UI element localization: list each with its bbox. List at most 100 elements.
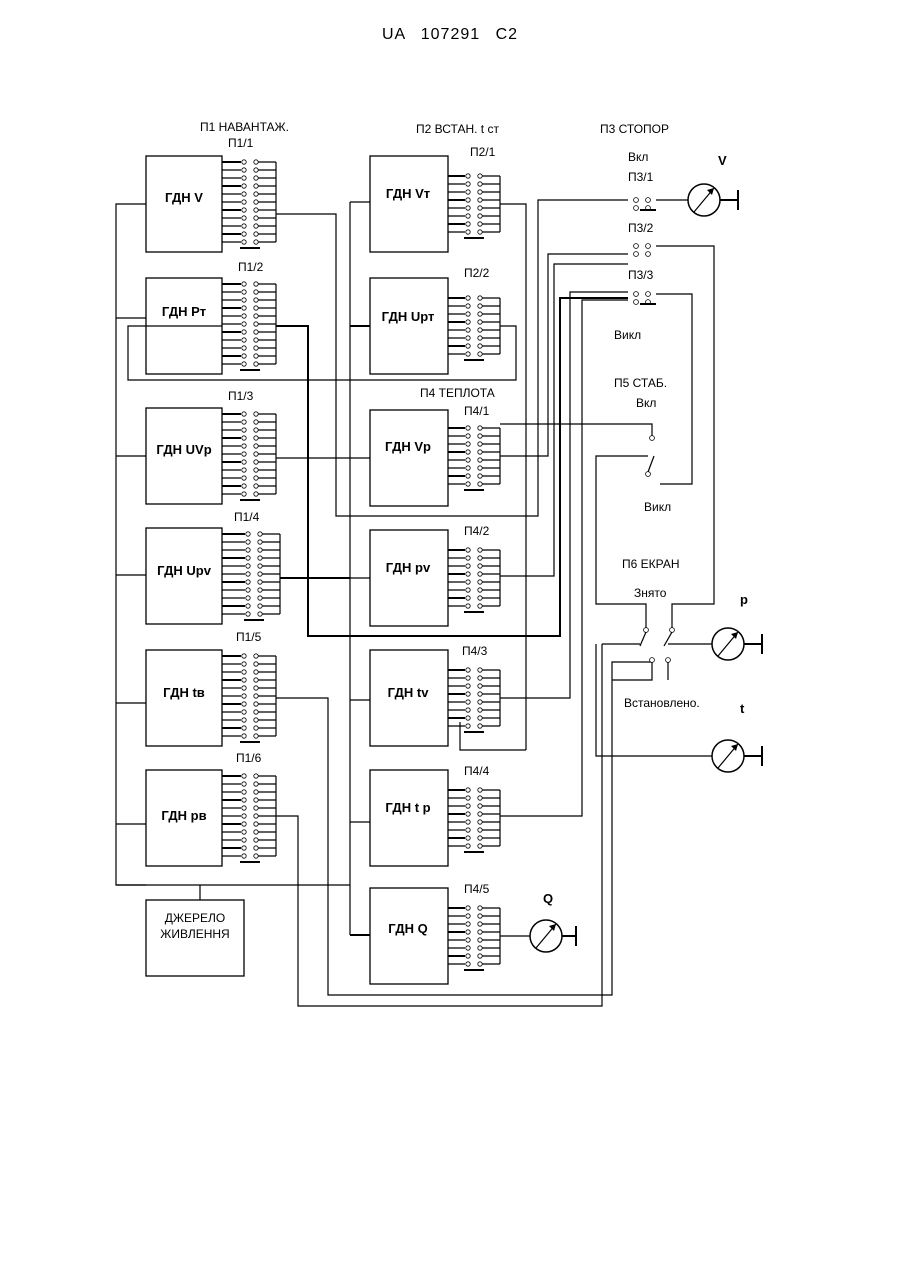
contact: [254, 428, 258, 432]
contact: [242, 290, 246, 294]
group-label-p1: П1 НАВАНТАЖ.: [200, 120, 289, 134]
contact: [254, 654, 258, 658]
switch-label: П1/5: [236, 630, 262, 644]
switch-label: П1/3: [228, 389, 254, 403]
group-label-p3: П3 СТОПОР: [600, 122, 669, 136]
switch-label: П1/4: [234, 510, 260, 524]
contact: [466, 700, 470, 704]
contact: [242, 718, 246, 722]
contact: [254, 216, 258, 220]
contact: [242, 362, 246, 366]
contact: [242, 798, 246, 802]
contact: [246, 612, 250, 616]
contact: [466, 206, 470, 210]
contact: [478, 962, 482, 966]
contact: [478, 304, 482, 308]
contact: [254, 678, 258, 682]
contact: [246, 548, 250, 552]
contact: [242, 420, 246, 424]
contact: [478, 458, 482, 462]
contact: [242, 790, 246, 794]
contact: [478, 604, 482, 608]
meter-q: Q: [530, 891, 576, 952]
contact: [242, 662, 246, 666]
contact: [246, 604, 250, 608]
contact: [254, 686, 258, 690]
contact: [242, 476, 246, 480]
contact: [254, 444, 258, 448]
contact: [466, 312, 470, 316]
switch-p3: Вкл П3/1 П3/2 П3/3 Викл: [614, 150, 656, 342]
contact: [254, 782, 258, 786]
block-label: ГДН tв: [163, 685, 205, 700]
contact: [242, 460, 246, 464]
contact: [254, 468, 258, 472]
block-label: ГДН Vр: [385, 439, 431, 454]
contact: [254, 314, 258, 318]
switch-p6-removed: Знято: [634, 586, 667, 600]
switch-contacts: [222, 160, 500, 970]
contact: [478, 450, 482, 454]
contact: [466, 434, 470, 438]
contact: [258, 596, 262, 600]
contact: [246, 556, 250, 560]
contact: [478, 930, 482, 934]
contact: [246, 540, 250, 544]
block-gdn-tr: [370, 770, 448, 866]
contact: [242, 734, 246, 738]
contact: [242, 208, 246, 212]
contact: [254, 184, 258, 188]
contact: [258, 540, 262, 544]
contact: [466, 596, 470, 600]
contact: [258, 556, 262, 560]
contact: [478, 474, 482, 478]
contact: [466, 604, 470, 608]
contact: [242, 694, 246, 698]
contact: [258, 564, 262, 568]
contact: [258, 604, 262, 608]
switch-label: П4/1: [464, 404, 490, 418]
contact: [242, 854, 246, 858]
contact: [478, 214, 482, 218]
contact: [478, 580, 482, 584]
contact: [242, 314, 246, 318]
contact: [254, 168, 258, 172]
contact: [242, 354, 246, 358]
block-label: ГДН рv: [386, 560, 431, 575]
contact: [242, 838, 246, 842]
contact: [254, 838, 258, 842]
contact: [466, 352, 470, 356]
contact: [254, 694, 258, 698]
switch-p5: Вкл Викл: [636, 396, 671, 514]
contact: [466, 564, 470, 568]
contact: [478, 588, 482, 592]
contact: [466, 182, 470, 186]
contact: [242, 224, 246, 228]
contact: [242, 468, 246, 472]
contact: [254, 774, 258, 778]
contact: [478, 230, 482, 234]
contact: [254, 492, 258, 496]
contact: [242, 168, 246, 172]
contact: [242, 654, 246, 658]
contact: [254, 208, 258, 212]
contact: [478, 198, 482, 202]
block-label: ГДН UVр: [156, 442, 211, 457]
switch-label: П1/1: [228, 136, 254, 150]
switch-label: П4/3: [462, 644, 488, 658]
contact: [242, 176, 246, 180]
contact: [478, 804, 482, 808]
contact: [254, 846, 258, 850]
contact: [242, 192, 246, 196]
contact: [478, 222, 482, 226]
contact: [466, 668, 470, 672]
contact: [254, 452, 258, 456]
switch-p5-on: Вкл: [636, 396, 656, 410]
contact: [478, 344, 482, 348]
contact: [254, 362, 258, 366]
contact: [466, 788, 470, 792]
block-gdn-pv-right: [370, 530, 448, 626]
switch-label: П4/4: [464, 764, 490, 778]
contact: [254, 726, 258, 730]
